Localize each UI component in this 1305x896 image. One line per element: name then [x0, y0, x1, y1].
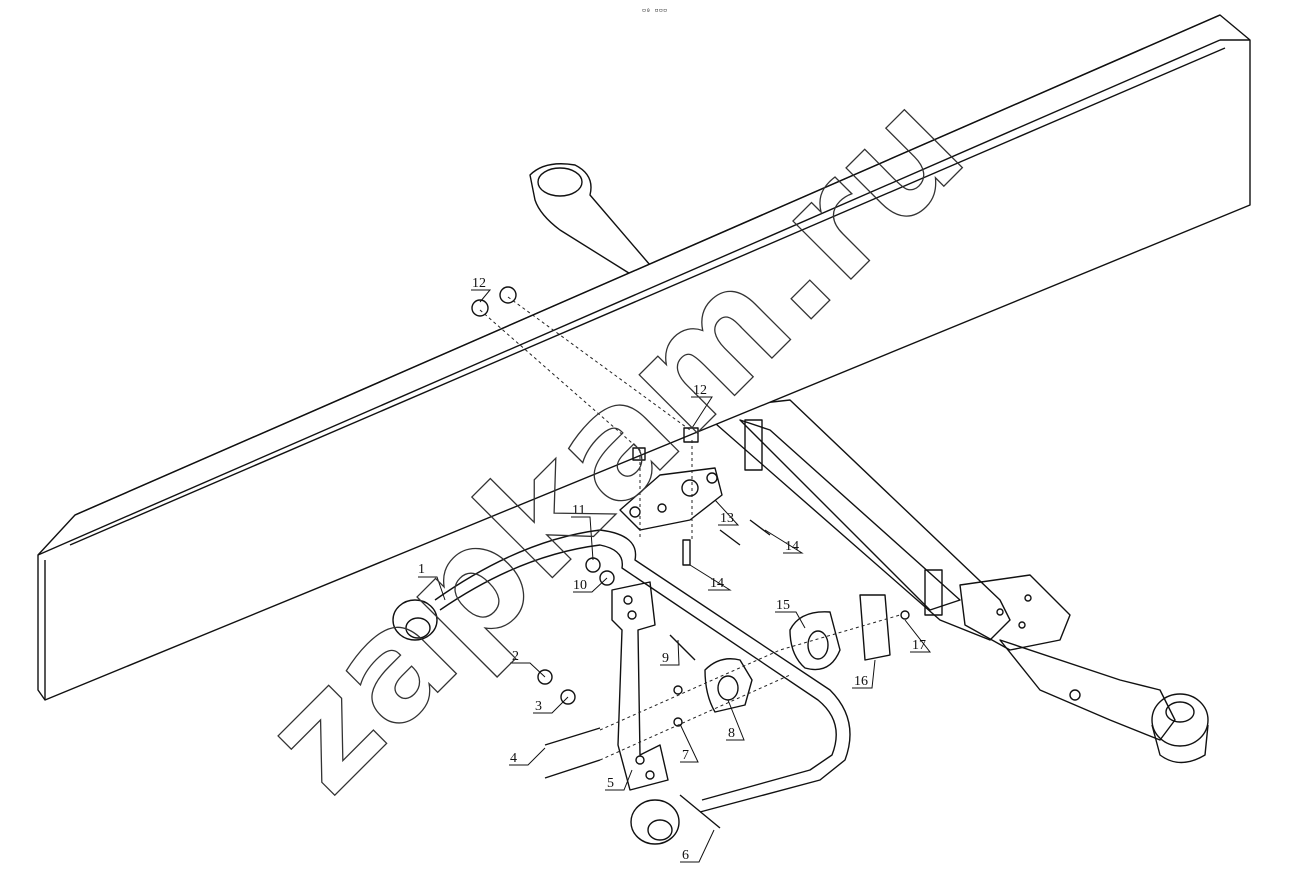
front-axle-beam: [529, 163, 1209, 764]
nut-upper-b: [683, 427, 699, 443]
plate-16: [859, 594, 891, 661]
callout-labels: 1 2 3 4 5 6 7 8 9 10 11 12 12 13 14 14 1…: [418, 276, 926, 863]
nut-12a: [471, 299, 489, 317]
header-mark: ▫₀ ▫▫▫: [642, 6, 667, 14]
washer-7a: [673, 685, 683, 695]
callout-12a: 12: [472, 276, 486, 291]
assembly-lines: [479, 296, 901, 761]
washer-7b: [673, 717, 683, 727]
nut-2: [537, 669, 553, 685]
bolt-14b: [719, 529, 741, 546]
clamp-8: [704, 658, 753, 713]
stabilizer-bar: [392, 529, 851, 845]
callout-3: 3: [535, 699, 542, 714]
bolt-14a: [682, 539, 691, 566]
callout-8: 8: [728, 726, 735, 741]
washer-17: [900, 610, 910, 620]
callout-1: 1: [418, 562, 425, 577]
callout-11: 11: [572, 503, 585, 518]
callout-9: 9: [662, 651, 669, 666]
frame-rail: [37, 14, 1251, 701]
callout-12b: 12: [693, 383, 707, 398]
leader-lines: [418, 289, 932, 863]
nut-12b: [499, 286, 517, 304]
callout-16: 16: [854, 674, 868, 689]
callout-10: 10: [573, 578, 587, 593]
bolt-6: [679, 794, 721, 829]
bolt-14c: [749, 519, 771, 536]
nut-10: [599, 570, 615, 586]
link-rod: [611, 581, 669, 791]
nut-3: [560, 689, 576, 705]
callout-14b: 14: [785, 539, 799, 554]
callout-4: 4: [510, 751, 517, 766]
callout-2: 2: [512, 649, 519, 664]
callout-17: 17: [912, 638, 926, 653]
bushing-15: [789, 611, 841, 671]
callout-14a: 14: [710, 576, 724, 591]
callout-6: 6: [682, 848, 689, 863]
nut-upper-a: [632, 447, 646, 461]
callout-15: 15: [776, 598, 790, 613]
bolts-4: [544, 727, 601, 779]
callout-7: 7: [682, 748, 689, 763]
callout-5: 5: [607, 776, 614, 791]
callout-13: 13: [720, 511, 734, 526]
bolt-9: [669, 634, 696, 661]
